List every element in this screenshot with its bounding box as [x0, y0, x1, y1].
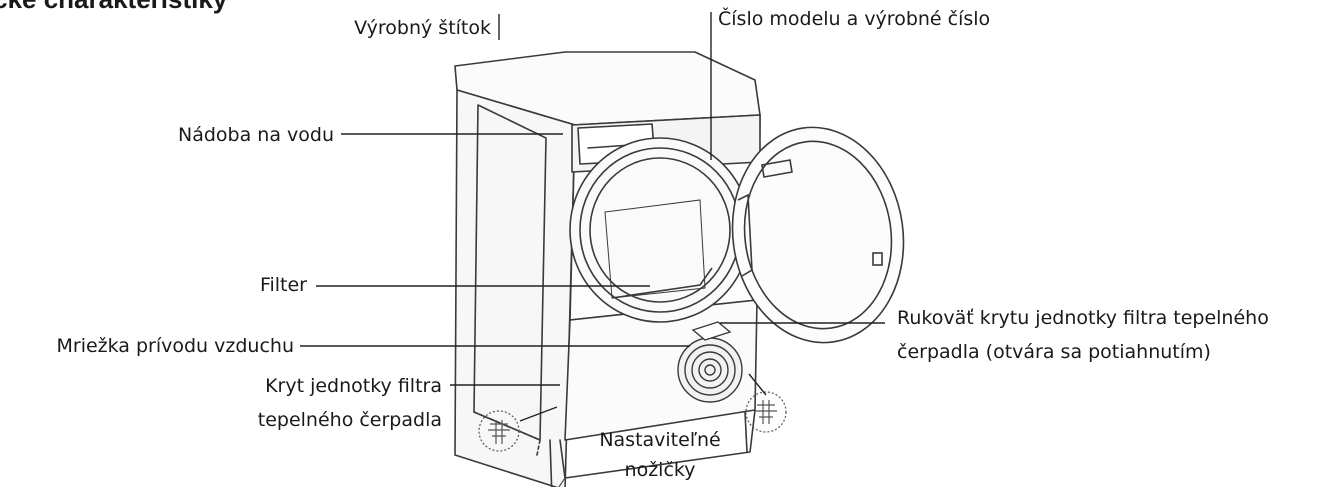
- foot-details: [478, 391, 787, 487]
- leader-lines: [300, 12, 885, 422]
- label-water-container: Nádoba na vodu: [178, 124, 334, 146]
- label-heat-pump-cover-line2: tepelného čerpadla: [257, 409, 442, 431]
- label-heat-pump-cover-line1: Kryt jednotky filtra: [265, 375, 442, 397]
- section-heading: nické charakteristiky: [0, 0, 227, 15]
- air-inlet-grille-drawing: [677, 321, 743, 403]
- label-cover-handle-line2: čerpadla (otvára sa potiahnutím): [897, 341, 1211, 363]
- label-rating-plate: Výrobný štítok: [354, 17, 491, 39]
- label-air-inlet-grille: Mriežka prívodu vzduchu: [56, 335, 294, 357]
- label-adjustable-feet-line1: Nastaviteľné: [599, 429, 721, 451]
- label-filter: Filter: [259, 274, 307, 296]
- label-model-serial-number: Číslo modelu a výrobné číslo: [718, 8, 991, 30]
- label-cover-handle-line1: Rukoväť krytu jednotky filtra tepelného: [897, 307, 1269, 329]
- open-door: [731, 126, 905, 344]
- label-adjustable-feet-line2: nožičky: [624, 459, 696, 481]
- door-opening: [569, 137, 751, 323]
